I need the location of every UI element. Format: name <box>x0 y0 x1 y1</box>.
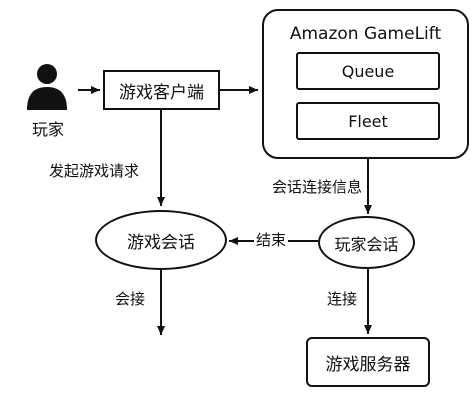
game-server-box: 游戏服务器 <box>306 337 430 387</box>
queue-box: Queue <box>296 52 440 90</box>
game-session-label: 游戏会话 <box>127 232 195 253</box>
player-session-node: 玩家会话 <box>318 216 415 269</box>
gamelift-title: Amazon GameLift <box>289 24 442 44</box>
queue-label: Queue <box>341 61 395 81</box>
player-session-label: 玩家会话 <box>334 234 399 254</box>
edge-label-session-info: 会话连接信息 <box>272 178 363 196</box>
fleet-label: Fleet <box>348 111 388 131</box>
game-server-label: 游戏服务器 <box>325 354 411 375</box>
edge-label-session-connect: 会接 <box>115 290 146 308</box>
player-label: 玩家 <box>32 120 65 139</box>
edge-label-connect: 连接 <box>327 290 358 308</box>
game-client-label: 游戏客户端 <box>119 82 204 103</box>
fleet-box: Fleet <box>296 102 440 140</box>
edge-label-end: 结束 <box>254 231 289 249</box>
edge-label-start-request: 发起游戏请求 <box>49 162 140 180</box>
game-client-box: 游戏客户端 <box>103 70 220 110</box>
game-session-node: 游戏会话 <box>95 210 227 270</box>
person-icon <box>27 64 67 110</box>
